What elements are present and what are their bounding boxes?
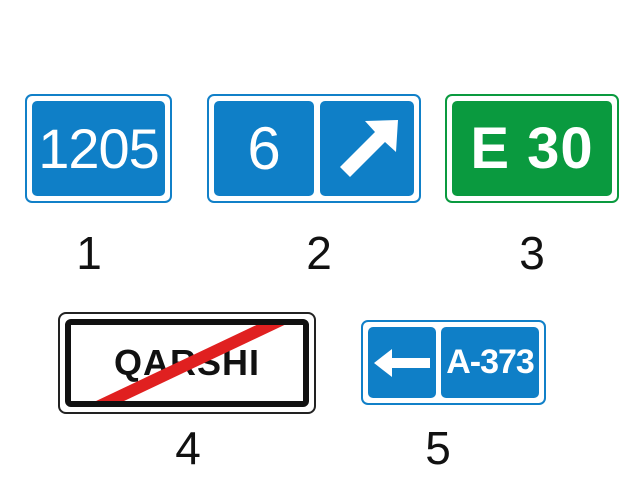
route-number-text: 1205 [32, 101, 165, 196]
european-route-sign: E 30 [445, 94, 619, 203]
direction-arrow-panel [368, 327, 436, 398]
arrow-up-right-icon [340, 119, 398, 177]
end-of-town-sign: QARSHI [58, 312, 316, 414]
road-number-text: A-373 [441, 327, 539, 398]
town-name-panel: QARSHI [65, 319, 309, 407]
exit-number-text: 6 [214, 101, 314, 196]
sign-label-5: 5 [425, 422, 451, 474]
exit-arrow-panel [320, 101, 414, 196]
sign-label-3: 3 [519, 227, 545, 279]
arrow-left-icon [374, 348, 430, 377]
sign-label-1: 1 [76, 227, 102, 279]
red-strike-line [96, 325, 285, 401]
sign-label-4: 4 [175, 422, 201, 474]
exit-direction-sign: 6 [207, 94, 421, 203]
road-direction-sign: A-373 [361, 320, 546, 405]
european-route-text: E 30 [452, 101, 612, 196]
route-number-sign: 1205 [25, 94, 172, 203]
sign-label-2: 2 [306, 227, 332, 279]
